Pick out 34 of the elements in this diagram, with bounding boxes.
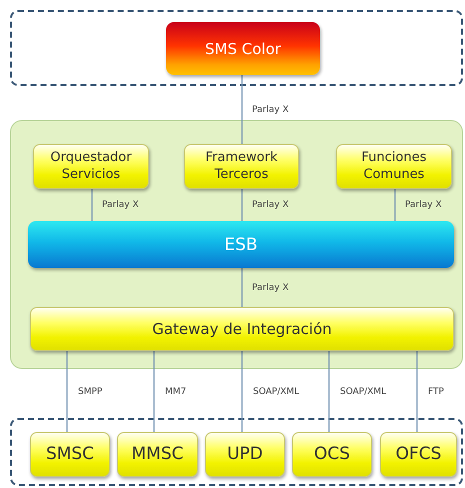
connector-line [416,351,418,432]
edge-label: MM7 [165,386,186,396]
dashed-region [10,418,463,486]
platform-panel [10,120,463,369]
edge-label: Parlay X [102,200,139,210]
connector-line [241,351,243,432]
edge-label: Parlay X [252,282,289,292]
edge-label: Parlay X [252,200,289,210]
connector-line [66,351,68,432]
network-element-box: MMSC [117,432,198,477]
component-box: Funciones Comunes [336,144,452,189]
network-element-box: OCS [292,432,372,477]
connector-line [91,189,93,221]
edge-label: Parlay X [405,200,442,210]
service-box: SMS Color [166,22,320,75]
gateway-bar: Gateway de Integración [30,307,454,351]
edge-label: SOAP/XML [253,386,300,396]
edge-label: FTP [428,386,444,396]
edge-label: SOAP/XML [340,386,386,396]
connector-line [394,189,396,221]
edge-label: SMPP [78,386,102,396]
connector-line [241,75,243,144]
network-element-box: UPD [205,432,285,477]
network-element-box: SMSC [30,432,110,477]
connector-line [153,351,155,432]
connector-line [241,189,243,221]
component-box: Framework Terceros [184,144,299,189]
dashed-region [10,10,463,86]
bus-bar: ESB [28,221,454,268]
edge-label: Parlay X [252,104,289,114]
connector-line [328,351,330,432]
connector-line [241,268,243,307]
network-element-box: OFCS [380,432,457,477]
component-box: Orquestador Servicios [33,144,149,189]
